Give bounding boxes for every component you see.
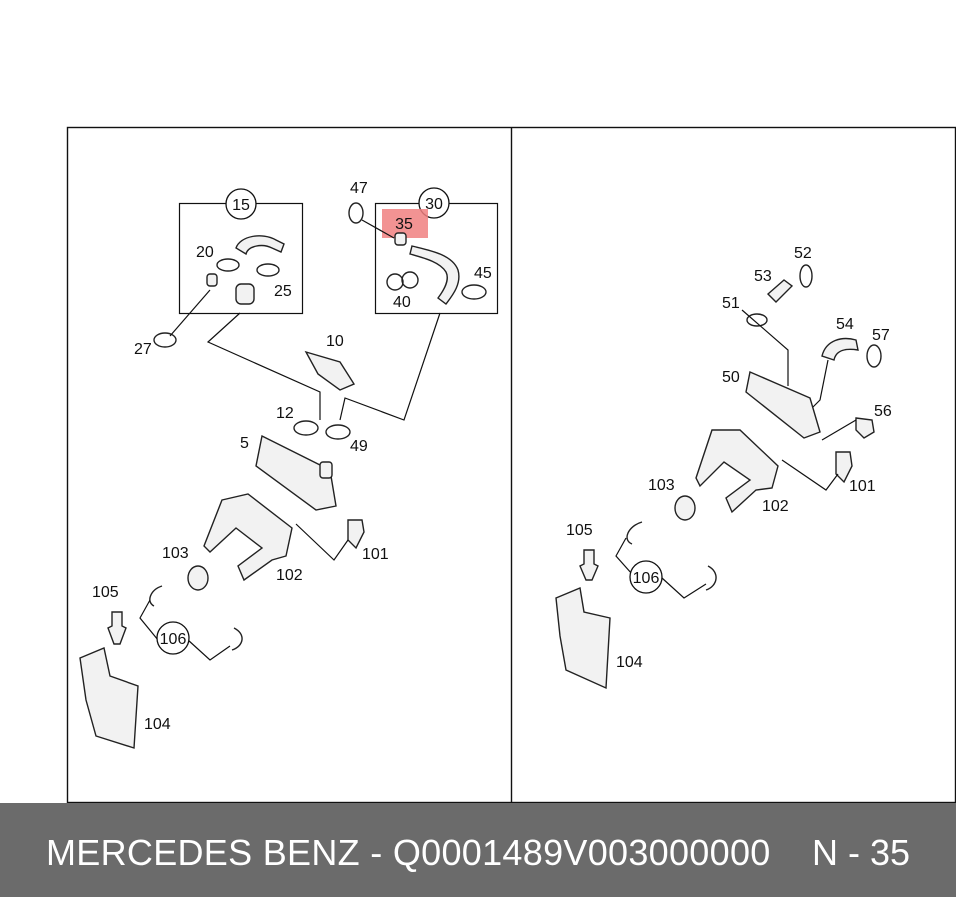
label-49: 49 — [350, 438, 368, 455]
bolt-56-part — [855, 417, 875, 439]
callout-106-right-circle — [629, 560, 663, 594]
pipe-elbow-part — [235, 235, 285, 256]
bracket-104-right-part — [555, 587, 611, 690]
label-56: 56 — [874, 403, 892, 420]
callout-106-right: 106 — [633, 570, 660, 587]
sleeve-part — [235, 283, 255, 305]
bracket-104-part — [79, 647, 139, 749]
grommet-103-part — [187, 565, 209, 591]
clamp-45-part — [461, 284, 487, 300]
label-50: 50 — [722, 369, 740, 386]
ring-40-a — [386, 273, 404, 291]
label-27: 27 — [134, 341, 152, 358]
clip-106-a — [149, 585, 163, 607]
label-54: 54 — [836, 316, 854, 333]
clip-105-part — [107, 611, 127, 645]
bolt-101-part — [347, 519, 365, 550]
label-12: 12 — [276, 405, 294, 422]
ring-40-b — [401, 271, 419, 289]
ring-57-part — [866, 344, 882, 368]
clip-106-right-a — [626, 521, 643, 545]
housing-50-part — [745, 371, 821, 439]
label-52: 52 — [794, 245, 812, 262]
housing-5-part — [255, 434, 337, 511]
seal-35-part — [394, 232, 407, 246]
clamp-51-part — [746, 313, 768, 327]
clamp-27-part — [153, 332, 177, 348]
clip-106-right-b — [705, 565, 717, 591]
hose-54-part — [821, 337, 859, 361]
parts-diagram: 15 20 25 27 30 35 45 40 47 — [66, 126, 956, 803]
clip-106-b — [231, 627, 243, 651]
bracket-102-part — [203, 493, 293, 582]
label-47: 47 — [350, 180, 368, 197]
bracket-102-right-part — [695, 429, 779, 514]
label-105: 105 — [92, 584, 119, 601]
label-105-right: 105 — [566, 522, 593, 539]
footer-bar: MERCEDES BENZ - Q0001489V003000000 N - 3… — [0, 803, 956, 897]
label-10: 10 — [326, 333, 344, 350]
label-101-right: 101 — [849, 478, 876, 495]
label-45: 45 — [474, 265, 492, 282]
label-5: 5 — [240, 435, 249, 452]
clamp-12-part — [293, 420, 319, 436]
callout-106: 106 — [160, 631, 187, 648]
right-panel: 52 53 51 54 57 50 56 102 103 101 105 106… — [555, 245, 892, 690]
flange-10-part — [304, 350, 356, 391]
label-35: 35 — [395, 216, 413, 233]
callout-106-circle — [156, 621, 190, 655]
label-103: 103 — [162, 545, 189, 562]
clamp-47-part — [348, 202, 364, 224]
label-20: 20 — [196, 244, 214, 261]
callout-30: 30 — [425, 196, 443, 213]
clip-105-right-part — [579, 549, 599, 581]
grommet-part — [206, 273, 218, 287]
clamp-49-part — [325, 424, 351, 440]
left-panel: 15 20 25 27 30 35 45 40 47 — [79, 180, 499, 749]
label-102-right: 102 — [762, 498, 789, 515]
bolt-101-right-part — [835, 451, 853, 484]
callout-15-circle — [225, 188, 257, 220]
label-51: 51 — [722, 295, 740, 312]
label-103-right: 103 — [648, 477, 675, 494]
hose-part — [409, 245, 460, 305]
footer-page-ref: N - 35 — [811, 832, 910, 873]
clamp-20-part — [216, 258, 240, 272]
label-101: 101 — [362, 546, 389, 563]
label-102: 102 — [276, 567, 303, 584]
label-40: 40 — [393, 294, 411, 311]
label-104-right: 104 — [616, 654, 643, 671]
label-57: 57 — [872, 327, 890, 344]
grommet-103-right-part — [674, 495, 696, 521]
callout-15: 15 — [232, 197, 250, 214]
footer-title: MERCEDES BENZ - Q0001489V003000000 — [46, 832, 771, 873]
label-53: 53 — [754, 268, 772, 285]
label-104: 104 — [144, 716, 171, 733]
label-25: 25 — [274, 283, 292, 300]
clamp-52-part — [799, 264, 813, 288]
clamp-25-part — [256, 263, 280, 277]
hose-53-part — [766, 279, 794, 303]
